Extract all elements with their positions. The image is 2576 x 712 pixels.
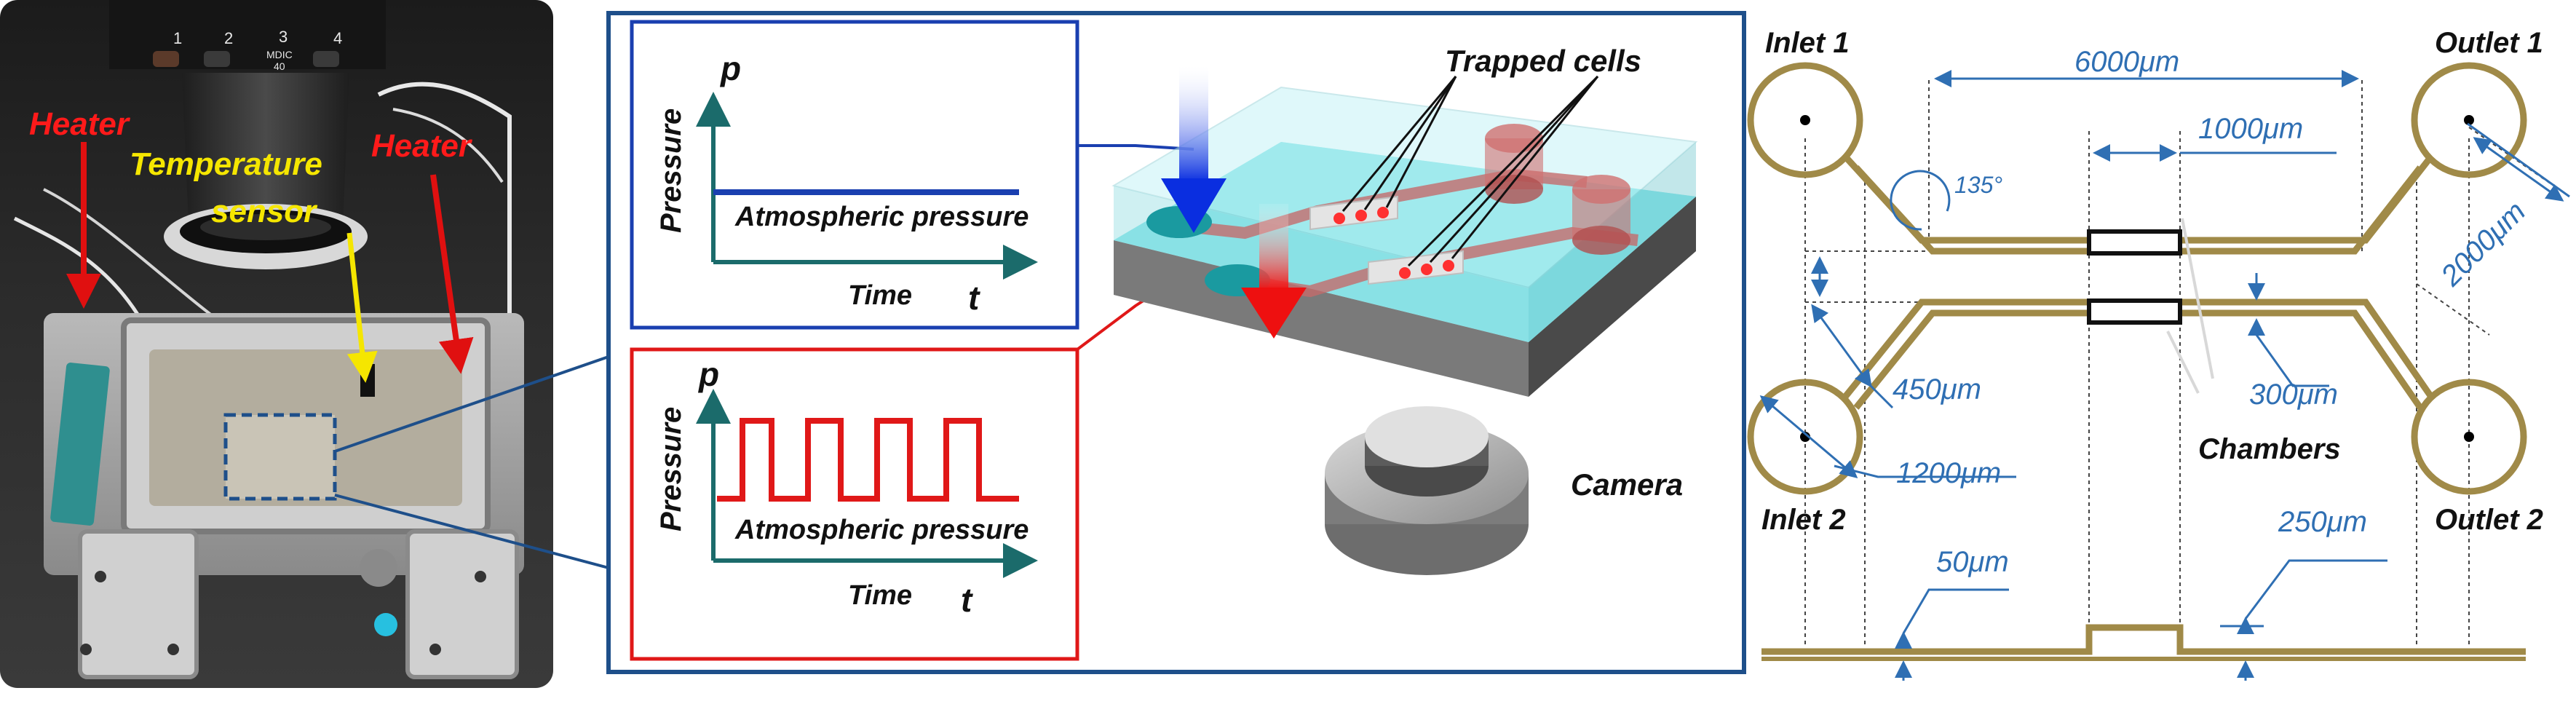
pressure-graph-constant: p Pressure Atmospheric pressure Time t xyxy=(630,20,1079,330)
channel-layout-drawing: Inlet 1 Inlet 2 Outlet 1 Outlet 2 Chambe… xyxy=(1747,27,2570,681)
bottom-graph-x-label: Time xyxy=(848,580,912,611)
objective-numbers: 1 2 3 4 MDIC 40 xyxy=(173,28,342,72)
objective-number-1: 1 xyxy=(173,29,182,47)
dim-300-label: 300μm xyxy=(2249,379,2338,411)
objective-text-2: 40 xyxy=(274,60,285,72)
side-profile xyxy=(1761,624,2526,655)
camera-icon: Camera xyxy=(1325,406,1683,575)
temp-sensor-label-line2: sensor xyxy=(211,194,318,229)
trapped-cells-label: Trapped cells xyxy=(1445,44,1641,78)
setup-photo: 1 2 3 4 MDIC 40 xyxy=(0,0,553,688)
objective-number-2: 2 xyxy=(224,29,233,47)
zoom-line-top xyxy=(334,355,609,453)
inlet-2-port xyxy=(1747,379,1863,495)
red-pressure-arrow xyxy=(1259,204,1288,291)
objective-body xyxy=(182,73,349,240)
top-graph-y-label: Pressure xyxy=(655,108,687,233)
chamber-bottom xyxy=(2087,298,2182,325)
outlet-1-label: Outlet 1 xyxy=(2435,27,2543,59)
bottom-graph-y-symbol: p xyxy=(697,355,719,393)
bottom-graph-y-label: Pressure xyxy=(655,407,687,531)
zoom-line-bottom xyxy=(334,494,609,569)
top-graph-y-symbol: p xyxy=(719,50,741,87)
dim-450-label: 450μm xyxy=(1893,373,1981,406)
top-graph-x-symbol: t xyxy=(968,279,980,317)
objective-text-1: MDIC xyxy=(266,49,293,60)
pressure-graph-pulsed: p Pressure Atmospheric pressure Time t xyxy=(630,347,1079,661)
temp-sensor-arrow xyxy=(346,232,378,383)
inlet-1-port xyxy=(1747,62,1863,178)
dim-50-label: 50μm xyxy=(1936,546,2009,578)
dim-1000-label: 1000μm xyxy=(2198,113,2303,145)
dim-angle-label: 135° xyxy=(1954,172,2002,198)
outlet-2-port xyxy=(2411,379,2527,495)
dim-1200-label: 1200μm xyxy=(1896,457,2001,489)
heater-right-arrow xyxy=(430,174,474,374)
dim-2000-label: 2000μm xyxy=(2435,195,2532,293)
temp-sensor-label-line1: Temperature xyxy=(130,146,322,182)
top-graph-baseline-label: Atmospheric pressure xyxy=(734,202,1029,232)
objective-number-4: 4 xyxy=(333,29,342,47)
dim-6000-label: 6000μm xyxy=(2074,46,2179,78)
bottom-graph-x-symbol: t xyxy=(961,581,973,619)
inlet-1-label: Inlet 1 xyxy=(1765,27,1850,59)
heater-left-label: Heater xyxy=(29,106,131,142)
inlet-2-label: Inlet 2 xyxy=(1761,504,1846,536)
heater-right-label: Heater xyxy=(371,128,473,164)
microfluidic-chip-3d: Trapped cells xyxy=(1111,44,1698,397)
pulsed-pressure-trace xyxy=(717,418,1019,502)
dim-250-label: 250μm xyxy=(2278,506,2367,538)
blue-pressure-arrow xyxy=(1179,66,1208,182)
top-graph-x-label: Time xyxy=(848,280,912,311)
chamber-top xyxy=(2087,229,2182,256)
outlet-1-port xyxy=(2411,62,2527,178)
camera-label: Camera xyxy=(1571,467,1683,502)
objective-number-3: 3 xyxy=(279,28,288,46)
chambers-label: Chambers xyxy=(2198,433,2341,465)
chip-region-box xyxy=(223,413,337,501)
blue-callout-line xyxy=(1077,144,1194,151)
outlet-2-label: Outlet 2 xyxy=(2435,504,2543,536)
bottom-graph-baseline-label: Atmospheric pressure xyxy=(734,515,1029,545)
